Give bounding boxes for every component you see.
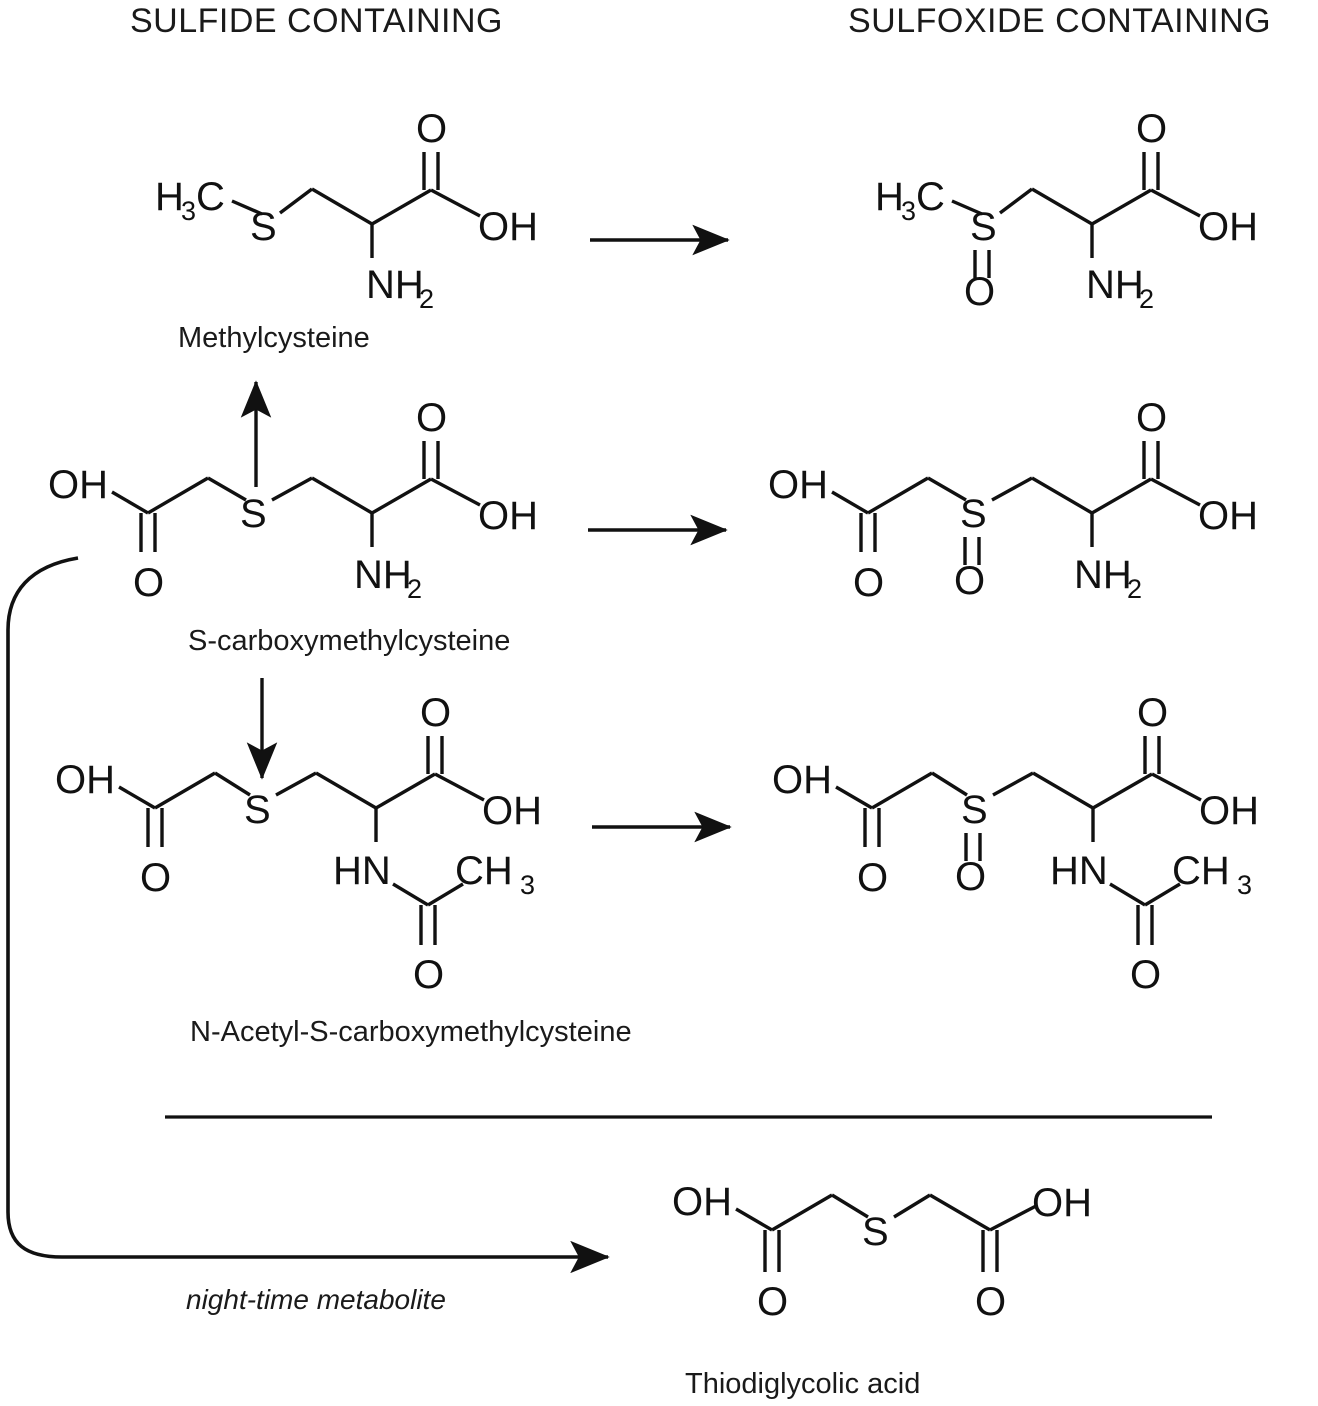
atom-carbonyl-oxygen: O bbox=[416, 396, 447, 440]
atom-carbonyl-oxygen: O bbox=[853, 561, 884, 605]
atom-hydroxyl: OH bbox=[1198, 205, 1258, 249]
atom-hydroxyl: OH bbox=[772, 758, 832, 802]
atom-hydroxyl: OH bbox=[55, 758, 115, 802]
atom-hydroxyl-right: OH bbox=[1032, 1181, 1092, 1225]
atom-carbonyl-oxygen: O bbox=[140, 856, 171, 900]
structure-n-acetyl-s-carboxymethylcysteine: OH O S O OH HN O C bbox=[55, 691, 542, 997]
atom-amine: NH bbox=[354, 553, 412, 597]
structure-methylcysteine: H 3 C S O OH NH 2 bbox=[155, 107, 538, 314]
atom-amine: NH bbox=[366, 263, 424, 307]
structure-s-carboxymethylcysteine: OH O S O OH NH 2 bbox=[48, 396, 538, 605]
atom-sulfur: S bbox=[960, 492, 987, 536]
molecule-label-methylcysteine: Methylcysteine bbox=[178, 322, 370, 354]
atom-amide-carbonyl-oxygen: O bbox=[1130, 953, 1161, 997]
atom-h3c-h: H bbox=[875, 175, 904, 219]
atom-sulfur: S bbox=[240, 492, 267, 536]
atom-hydroxyl: OH bbox=[478, 205, 538, 249]
molecule-label-s-carboxymethylcysteine: S-carboxymethylcysteine bbox=[188, 625, 511, 657]
atom-methyl-sub: 3 bbox=[520, 870, 535, 900]
atom-amide-carbonyl-oxygen: O bbox=[413, 953, 444, 997]
structure-s-carboxymethylcysteine-sulfoxide: OH O S O O OH NH 2 bbox=[768, 396, 1258, 605]
atom-amine: NH bbox=[1074, 553, 1132, 597]
atom-amine-sub: 2 bbox=[407, 574, 422, 604]
atom-amine-sub: 2 bbox=[1139, 284, 1154, 314]
atom-hydroxyl: OH bbox=[482, 789, 542, 833]
structure-thiodiglycolic-acid: OH O S O OH bbox=[672, 1180, 1092, 1324]
atom-methyl: CH bbox=[1172, 849, 1230, 893]
night-time-metabolite-label: night-time metabolite bbox=[186, 1284, 446, 1315]
atom-carbonyl-oxygen: O bbox=[1136, 396, 1167, 440]
structure-n-acetyl-s-carboxymethylcysteine-sulfoxide: OH O S O O OH HN O CH bbox=[772, 691, 1259, 997]
atom-amine-sub: 2 bbox=[1127, 574, 1142, 604]
atom-sulfur: S bbox=[961, 788, 988, 832]
atom-amide: HN bbox=[333, 849, 391, 893]
atom-carbonyl-oxygen-left: O bbox=[757, 1280, 788, 1324]
molecule-label-thiodiglycolic-acid: Thiodiglycolic acid bbox=[685, 1368, 921, 1400]
atom-sulfoxide-oxygen: O bbox=[954, 559, 985, 603]
atom-methyl: CH bbox=[455, 849, 513, 893]
atom-sulfoxide-oxygen: O bbox=[964, 270, 995, 314]
atom-carbonyl-oxygen: O bbox=[857, 856, 888, 900]
atom-h3c-sub: 3 bbox=[901, 196, 916, 226]
atom-h3c-h: H bbox=[155, 175, 184, 219]
atom-carbonyl-oxygen: O bbox=[420, 691, 451, 735]
atom-carbonyl-oxygen-right: O bbox=[975, 1280, 1006, 1324]
atom-methyl-sub: 3 bbox=[1237, 870, 1252, 900]
atom-sulfur: S bbox=[970, 205, 997, 249]
night-time-metabolite-arrow bbox=[6, 556, 610, 1274]
atom-hydroxyl: OH bbox=[48, 463, 108, 507]
atom-h3c-c: C bbox=[916, 175, 945, 219]
atom-hydroxyl-left: OH bbox=[672, 1180, 732, 1224]
atom-h3c-sub: 3 bbox=[181, 196, 196, 226]
atom-carbonyl-oxygen: O bbox=[416, 107, 447, 151]
atom-carbonyl-oxygen: O bbox=[1137, 691, 1168, 735]
atom-sulfur: S bbox=[250, 205, 277, 249]
structure-methylcysteine-sulfoxide: H 3 C S O O OH NH 2 bbox=[875, 107, 1258, 314]
atom-carbonyl-oxygen: O bbox=[1136, 107, 1167, 151]
atom-amide: HN bbox=[1050, 849, 1108, 893]
atom-hydroxyl: OH bbox=[1199, 789, 1259, 833]
atom-h3c-c: C bbox=[196, 175, 225, 219]
atom-sulfur: S bbox=[244, 788, 271, 832]
atom-hydroxyl: OH bbox=[768, 463, 828, 507]
atom-sulfoxide-oxygen: O bbox=[955, 855, 986, 899]
atom-amine: NH bbox=[1086, 263, 1144, 307]
atom-carbonyl-oxygen: O bbox=[133, 561, 164, 605]
atom-hydroxyl: OH bbox=[478, 494, 538, 538]
molecule-label-n-acetyl-s-carboxymethylcysteine: N-Acetyl-S-carboxymethylcysteine bbox=[190, 1016, 632, 1048]
atom-sulfur: S bbox=[862, 1210, 889, 1254]
column-header-sulfide: SULFIDE CONTAINING bbox=[130, 2, 503, 40]
atom-amine-sub: 2 bbox=[419, 284, 434, 314]
column-header-sulfoxide: SULFOXIDE CONTAINING bbox=[848, 2, 1272, 40]
atom-hydroxyl: OH bbox=[1198, 494, 1258, 538]
